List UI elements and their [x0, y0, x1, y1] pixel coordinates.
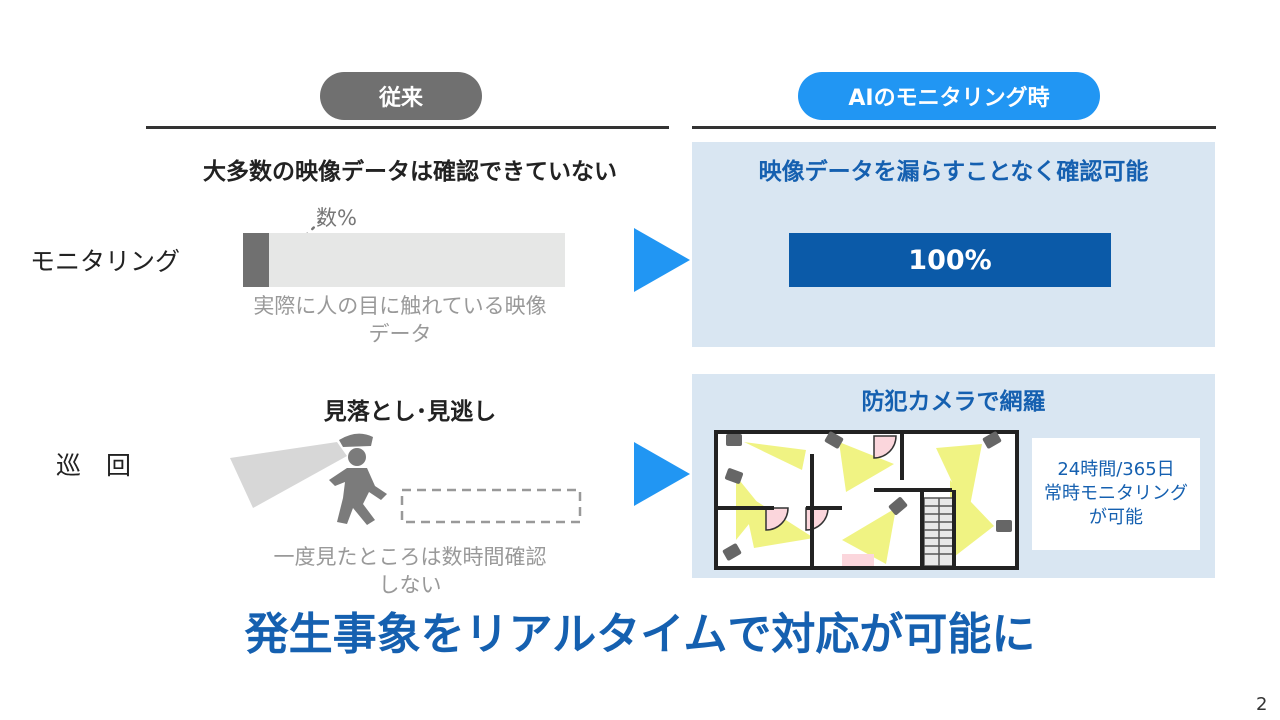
- traditional-patrol-title: 見落とし･見逃し: [323, 399, 497, 425]
- divider-left: [146, 126, 669, 129]
- guard-icon: [329, 433, 387, 525]
- camera-icon: [722, 543, 742, 561]
- ai-progress-bar: 100%: [789, 233, 1111, 287]
- coverage-bar: [243, 233, 565, 287]
- unwatched-area: [400, 488, 582, 524]
- page-number: 2: [1256, 694, 1268, 715]
- ai-coverage-info: 24時間/365日 常時モニタリング が可能: [1032, 438, 1200, 550]
- camera-icon: [996, 520, 1012, 532]
- camera-icon: [724, 468, 744, 484]
- info-line-2: 常時モニタリング: [1044, 483, 1188, 504]
- ai-monitoring-title: 映像データを漏らすことなく確認可能: [758, 159, 1149, 185]
- info-line-1: 24時間/365日: [1057, 459, 1175, 480]
- small-percent-label: 数%: [316, 206, 357, 230]
- patrol-caption-line1: 一度見たところは数時間確認: [273, 545, 547, 569]
- arrow-right-icon: [634, 442, 690, 506]
- camera-icon: [824, 431, 844, 449]
- header-ai-monitoring: AIのモニタリング時: [798, 72, 1100, 120]
- traditional-monitoring-title: 大多数の映像データは確認できていない: [203, 159, 617, 185]
- ai-progress-fill: 100%: [789, 233, 1111, 287]
- row-label-monitoring: モニタリング: [30, 247, 181, 276]
- patrol-caption-line2: しない: [378, 573, 442, 597]
- ai-patrol-title: 防犯カメラで網羅: [861, 389, 1046, 415]
- camera-icon: [982, 431, 1002, 449]
- ai-patrol-panel: 防犯カメラで網羅: [692, 374, 1215, 578]
- divider-right: [692, 126, 1216, 129]
- info-line-3: が可能: [1089, 507, 1143, 528]
- coverage-caption: 実際に人の目に触れている映像 データ: [210, 292, 590, 348]
- patrol-guard-illustration: [230, 433, 582, 525]
- patrol-caption: 一度見たところは数時間確認 しない: [220, 543, 600, 599]
- camera-icon: [888, 497, 908, 515]
- camera-icon: [726, 434, 742, 446]
- coverage-caption-line2: データ: [368, 322, 432, 346]
- header-traditional: 従来: [320, 72, 482, 120]
- flashlight-beam: [230, 442, 347, 508]
- ai-monitoring-panel: 映像データを漏らすことなく確認可能 100%: [692, 142, 1215, 347]
- ai-progress-label: 100%: [908, 244, 992, 276]
- floor-plan-illustration: [714, 430, 1019, 570]
- coverage-caption-line1: 実際に人の目に触れている映像: [253, 294, 547, 318]
- coverage-bar-fill: [243, 233, 269, 287]
- row-label-patrol: 巡 回: [56, 451, 132, 480]
- headline: 発生事象をリアルタイムで対応が可能に: [244, 609, 1036, 660]
- arrow-right-icon: [634, 228, 690, 292]
